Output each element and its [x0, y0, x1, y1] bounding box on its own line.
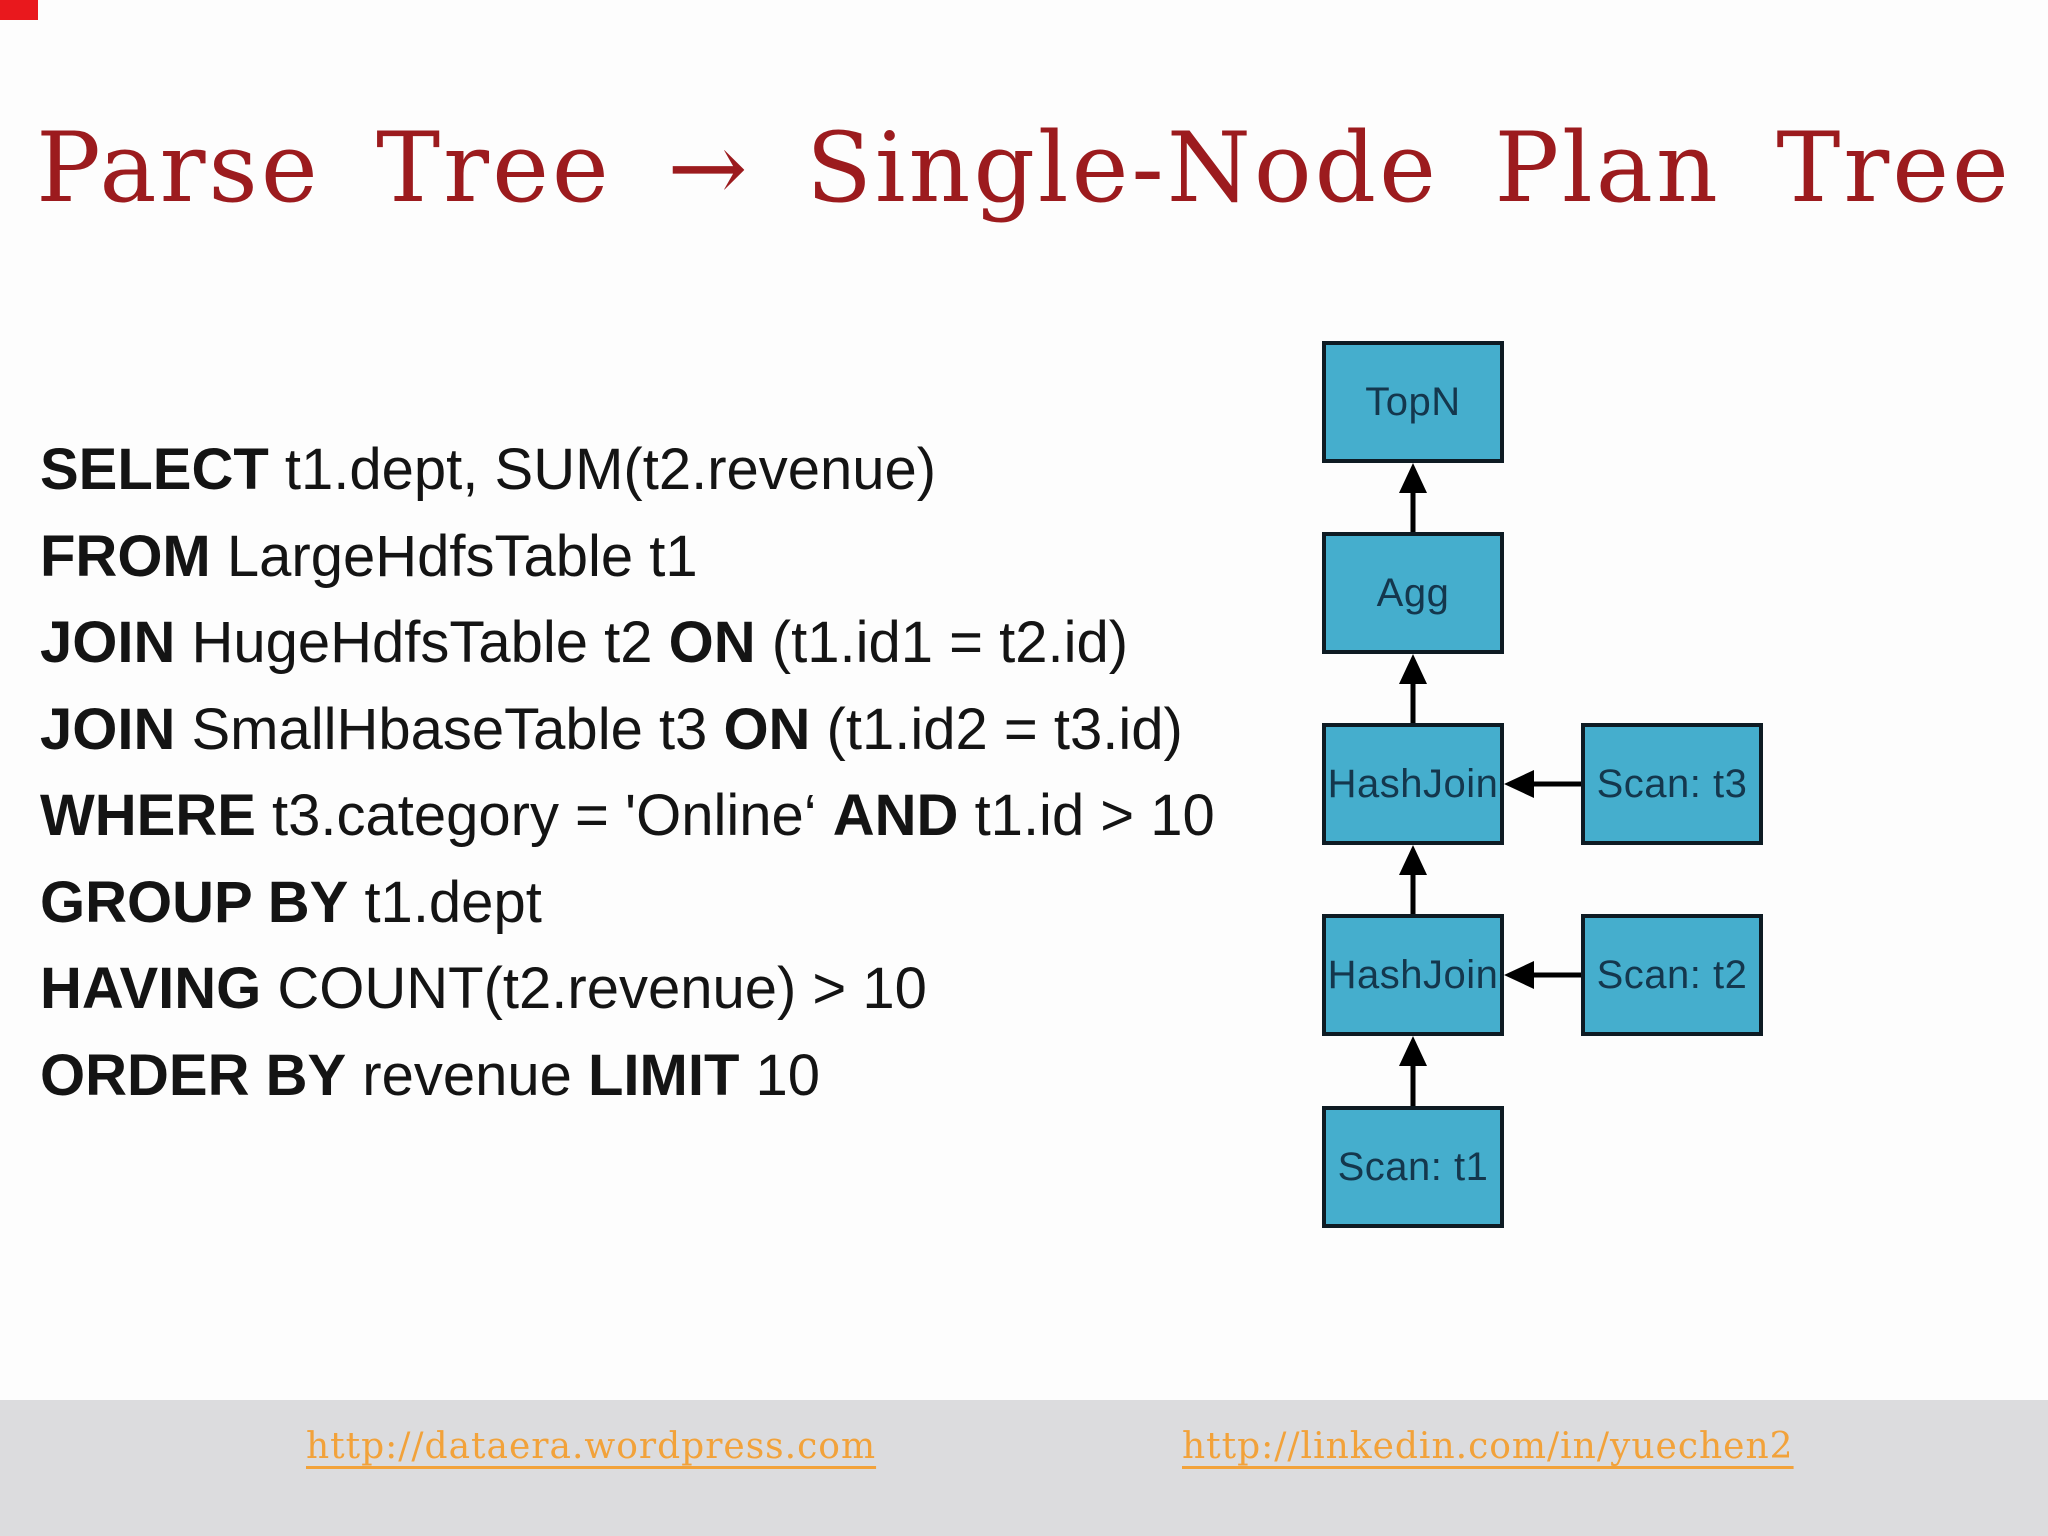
plan-node-label: HashJoin [1327, 952, 1499, 997]
sql-keyword: WHERE [40, 783, 256, 848]
sql-text: LargeHdfsTable t1 [210, 523, 698, 589]
footer-bar: http://dataera.wordpress.com http://linke… [0, 1400, 2048, 1536]
sql-text: t1.dept [348, 869, 542, 935]
plan-node-hashjoin2: HashJoin [1322, 914, 1504, 1036]
sql-line: JOIN SmallHbaseTable t3 ON (t1.id2 = t3.… [40, 687, 1183, 774]
sql-keyword: ORDER BY [40, 1042, 347, 1108]
sql-keyword: ON [723, 696, 811, 762]
footer-link-dataera[interactable]: http://dataera.wordpress.com [306, 1426, 877, 1467]
page-title: Parse Tree → Single-Node Plan Tree [36, 112, 2012, 224]
sql-text: SmallHbaseTable t3 [175, 696, 724, 762]
plan-node-label: Scan: t2 [1596, 952, 1748, 997]
plan-node-label: Scan: t1 [1337, 1144, 1489, 1189]
footer-link-linkedin[interactable]: http://linkedin.com/in/yuechen2 [1182, 1426, 1794, 1467]
sql-line: WHERE t3.category = 'Online‘ AND t1.id >… [40, 773, 1215, 860]
sql-line: SELECT t1.dept, SUM(t2.revenue) [40, 427, 1020, 514]
sql-keyword: GROUP BY [40, 869, 349, 935]
recording-indicator [0, 0, 38, 20]
sql-text: revenue [346, 1042, 588, 1108]
sql-query-block: SELECT t1.dept, SUM(t2.revenue)FROM Larg… [40, 427, 1215, 1120]
plan-node-hashjoin1: HashJoin [1322, 723, 1504, 845]
sql-keyword: LIMIT [587, 1042, 740, 1108]
plan-node-label: Scan: t3 [1596, 761, 1748, 806]
sql-keyword: SELECT [40, 437, 269, 502]
sql-line: JOIN HugeHdfsTable t2 ON (t1.id1 = t2.id… [40, 600, 1128, 687]
sql-text: t1.dept, SUM(t2.revenue) [268, 437, 937, 502]
sql-keyword: ON [668, 610, 756, 675]
sql-text: t3.category = 'Online‘ [255, 783, 833, 848]
sql-keyword: HAVING [40, 956, 262, 1021]
sql-keyword: JOIN [40, 696, 176, 762]
plan-node-label: HashJoin [1327, 761, 1499, 806]
plan-node-scan-t3: Scan: t3 [1581, 723, 1763, 845]
plan-node-topn: TopN [1322, 341, 1504, 463]
sql-line: GROUP BY t1.dept [40, 860, 1020, 947]
plan-node-label: Agg [1376, 570, 1450, 615]
sql-keyword: FROM [40, 523, 211, 589]
sql-text: HugeHdfsTable t2 [175, 610, 669, 675]
sql-line: ORDER BY revenue LIMIT 10 [40, 1033, 1020, 1120]
sql-text: 10 [739, 1042, 821, 1108]
sql-text: (t1.id2 = t3.id) [810, 696, 1183, 762]
plan-node-scan-t2: Scan: t2 [1581, 914, 1763, 1036]
plan-node-agg: Agg [1322, 532, 1504, 654]
plan-node-scan-t1: Scan: t1 [1322, 1106, 1504, 1228]
sql-line: HAVING COUNT(t2.revenue) > 10 [40, 946, 1020, 1033]
sql-text: COUNT(t2.revenue) > 10 [261, 956, 927, 1021]
plan-node-label: TopN [1365, 379, 1461, 424]
sql-keyword: JOIN [40, 610, 176, 675]
sql-text: (t1.id1 = t2.id) [755, 610, 1129, 675]
sql-line: FROM LargeHdfsTable t1 [40, 514, 1020, 601]
sql-text: t1.id > 10 [958, 783, 1215, 848]
sql-keyword: AND [832, 783, 959, 848]
